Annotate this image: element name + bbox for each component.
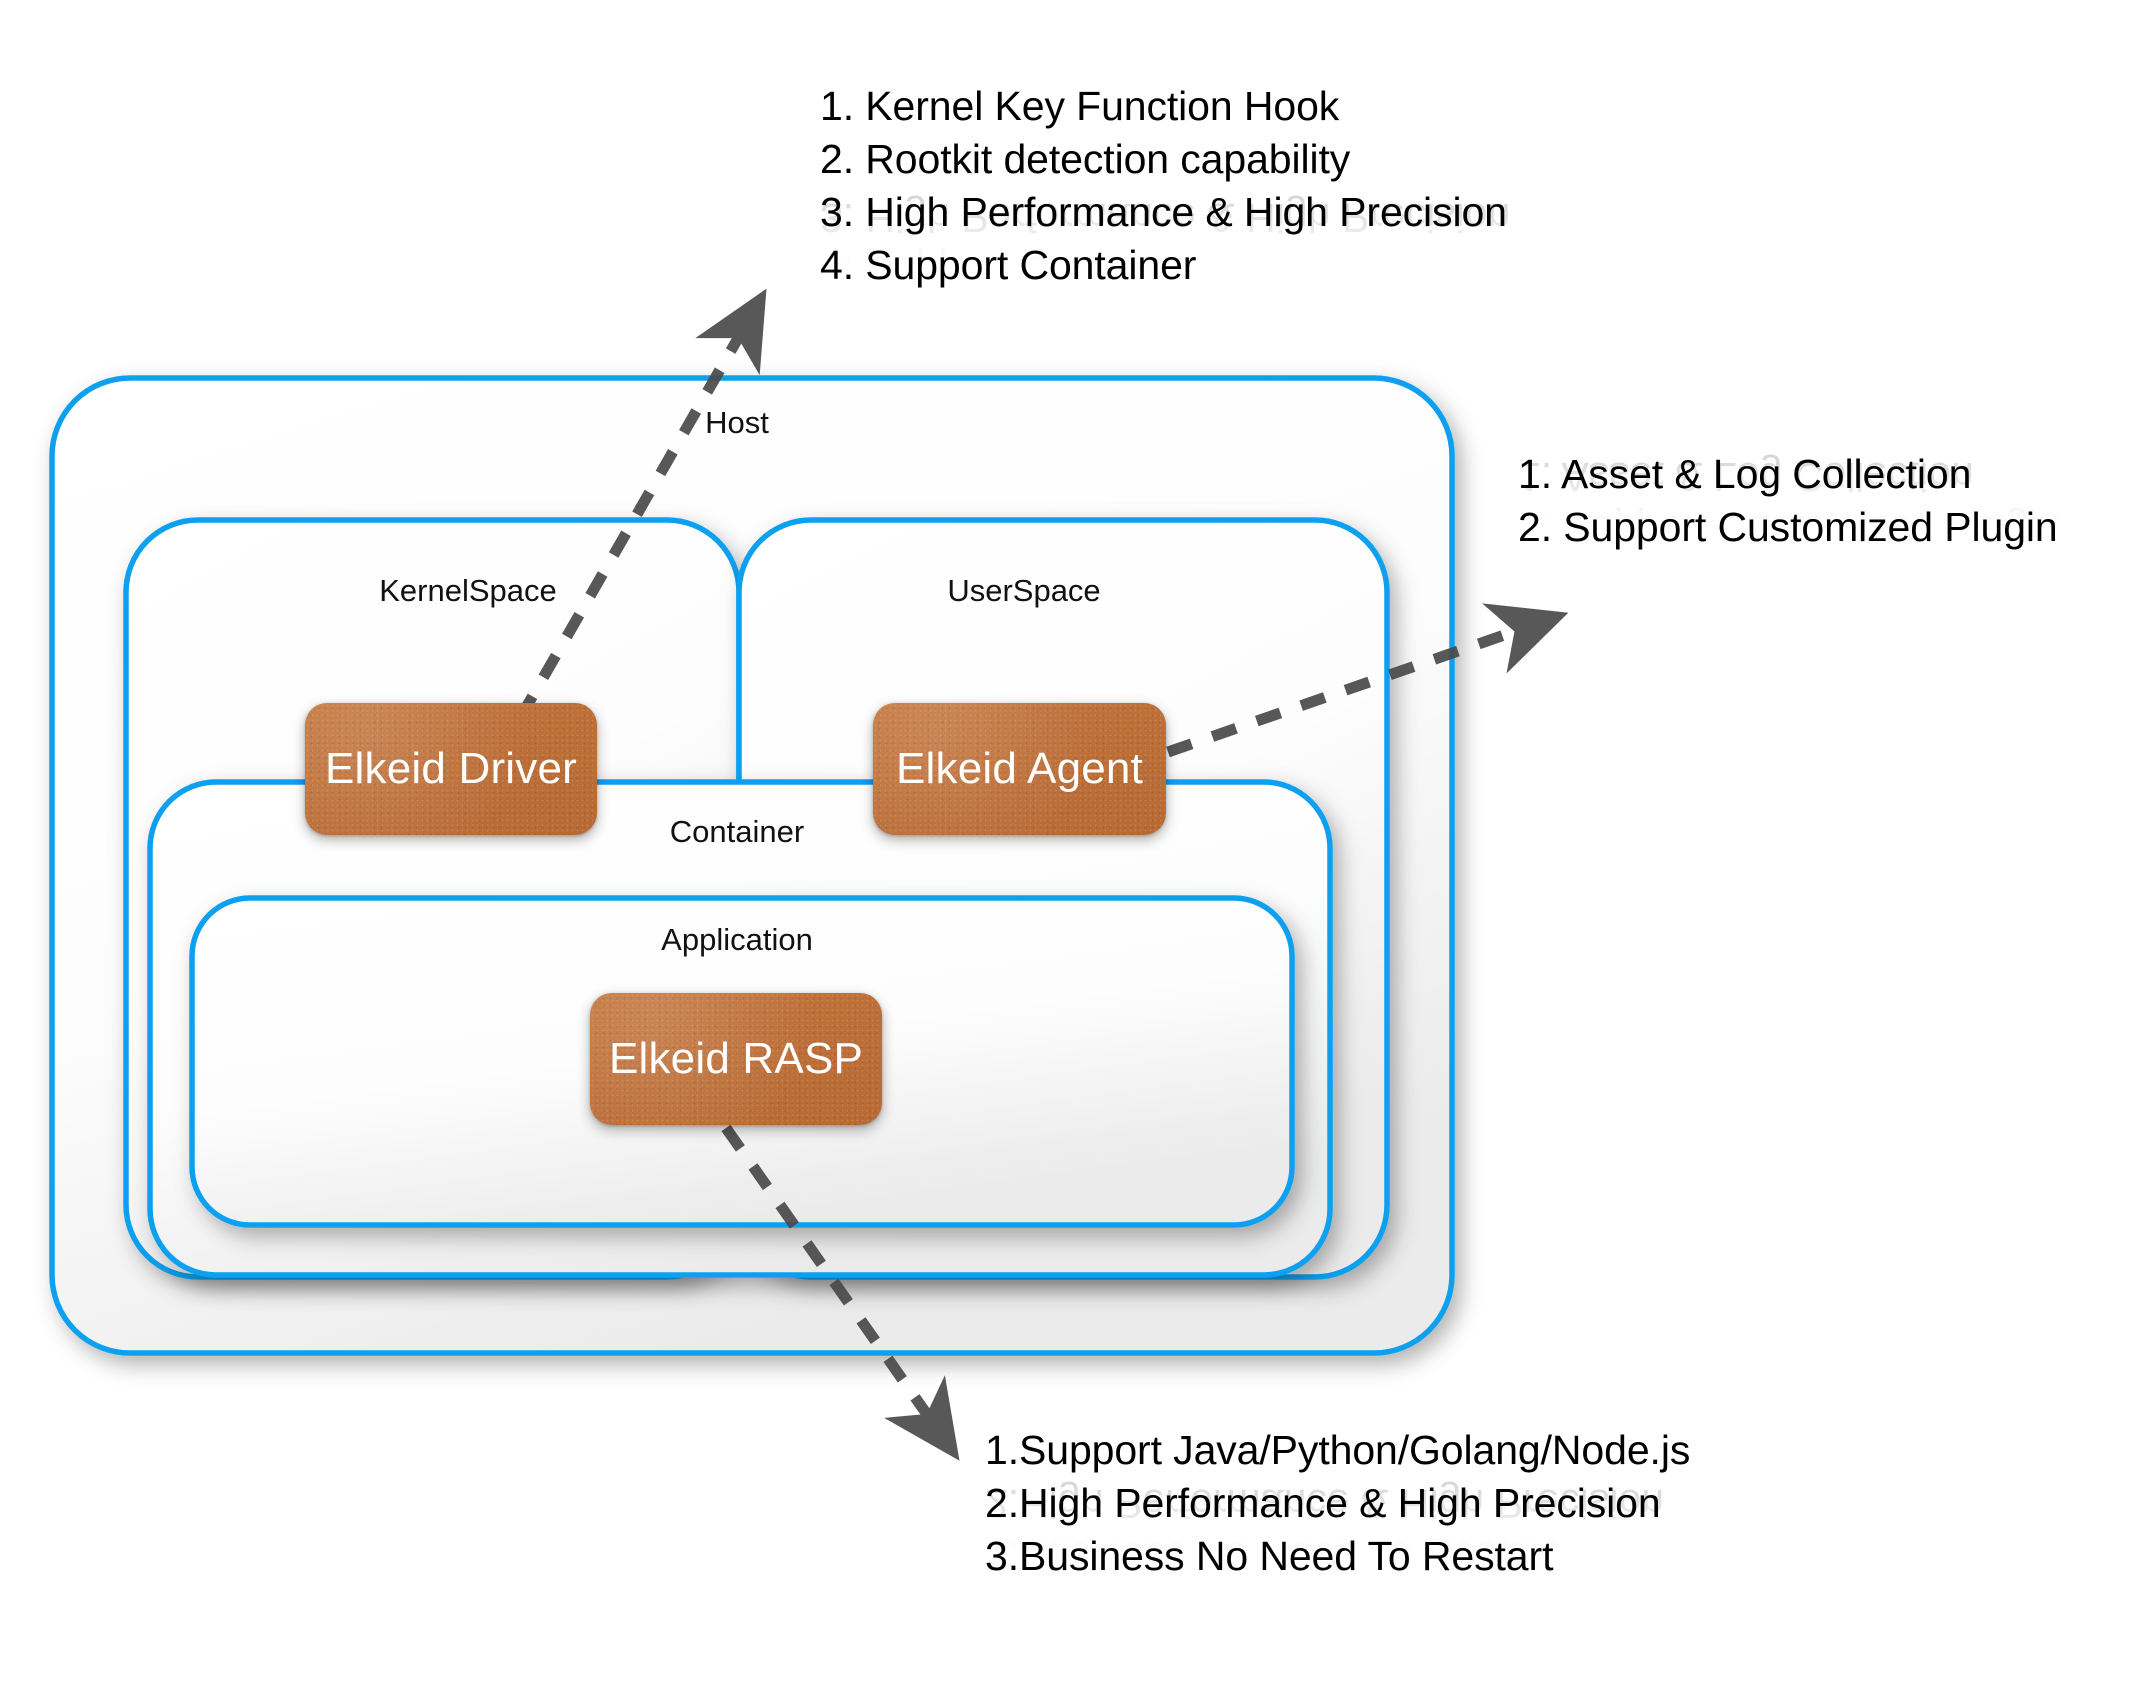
component-elkeid-rasp[interactable]: Elkeid RASP [590, 993, 882, 1125]
annotation-line: 1. Kernel Key Function Hook [820, 83, 1340, 129]
annotation-line: 1.Support Java/Python/Golang/Node.js [985, 1427, 1691, 1473]
annotation-line: 2. Support Customized Plugin [1518, 504, 2058, 550]
connector-rasp-to-note [721, 1124, 960, 1461]
zone-label-kernelspace: KernelSpace [379, 573, 557, 608]
annotation-line: 2. Rootkit detection capability [820, 136, 1351, 182]
annotation-line: 4. Support Container [820, 242, 1197, 288]
component-label-driver: Elkeid Driver [325, 744, 577, 793]
zone-label-container: Container [669, 814, 805, 849]
zone-label-application: Application [661, 922, 813, 957]
component-label-rasp: Elkeid RASP [608, 1034, 864, 1083]
annotation-line: 3. High Performance & High Precision [820, 189, 1507, 235]
zone-label-userspace: UserSpace [947, 573, 1101, 608]
component-elkeid-agent[interactable]: Elkeid Agent [873, 703, 1166, 835]
annotation-rasp-features: 1.Support Java/Python/Golang/Node.js 2.H… [985, 1424, 1690, 1583]
annotation-line: 2.High Performance & High Precision [985, 1480, 1661, 1526]
component-elkeid-driver[interactable]: Elkeid Driver [305, 703, 597, 835]
connector-agent-to-note [1166, 603, 1569, 758]
component-label-agent: Elkeid Agent [895, 744, 1144, 793]
connector-driver-to-note [515, 288, 767, 721]
annotation-line: 1. Asset & Log Collection [1518, 451, 1972, 497]
zone-label-host: Host [705, 405, 769, 440]
annotation-driver-features: 1. Kernel Key Function Hook 2. Rootkit d… [820, 80, 1507, 292]
annotation-line: 3.Business No Need To Restart [985, 1533, 1554, 1579]
annotation-agent-features: 1. Asset & Log Collection 2. Support Cus… [1518, 448, 2058, 554]
